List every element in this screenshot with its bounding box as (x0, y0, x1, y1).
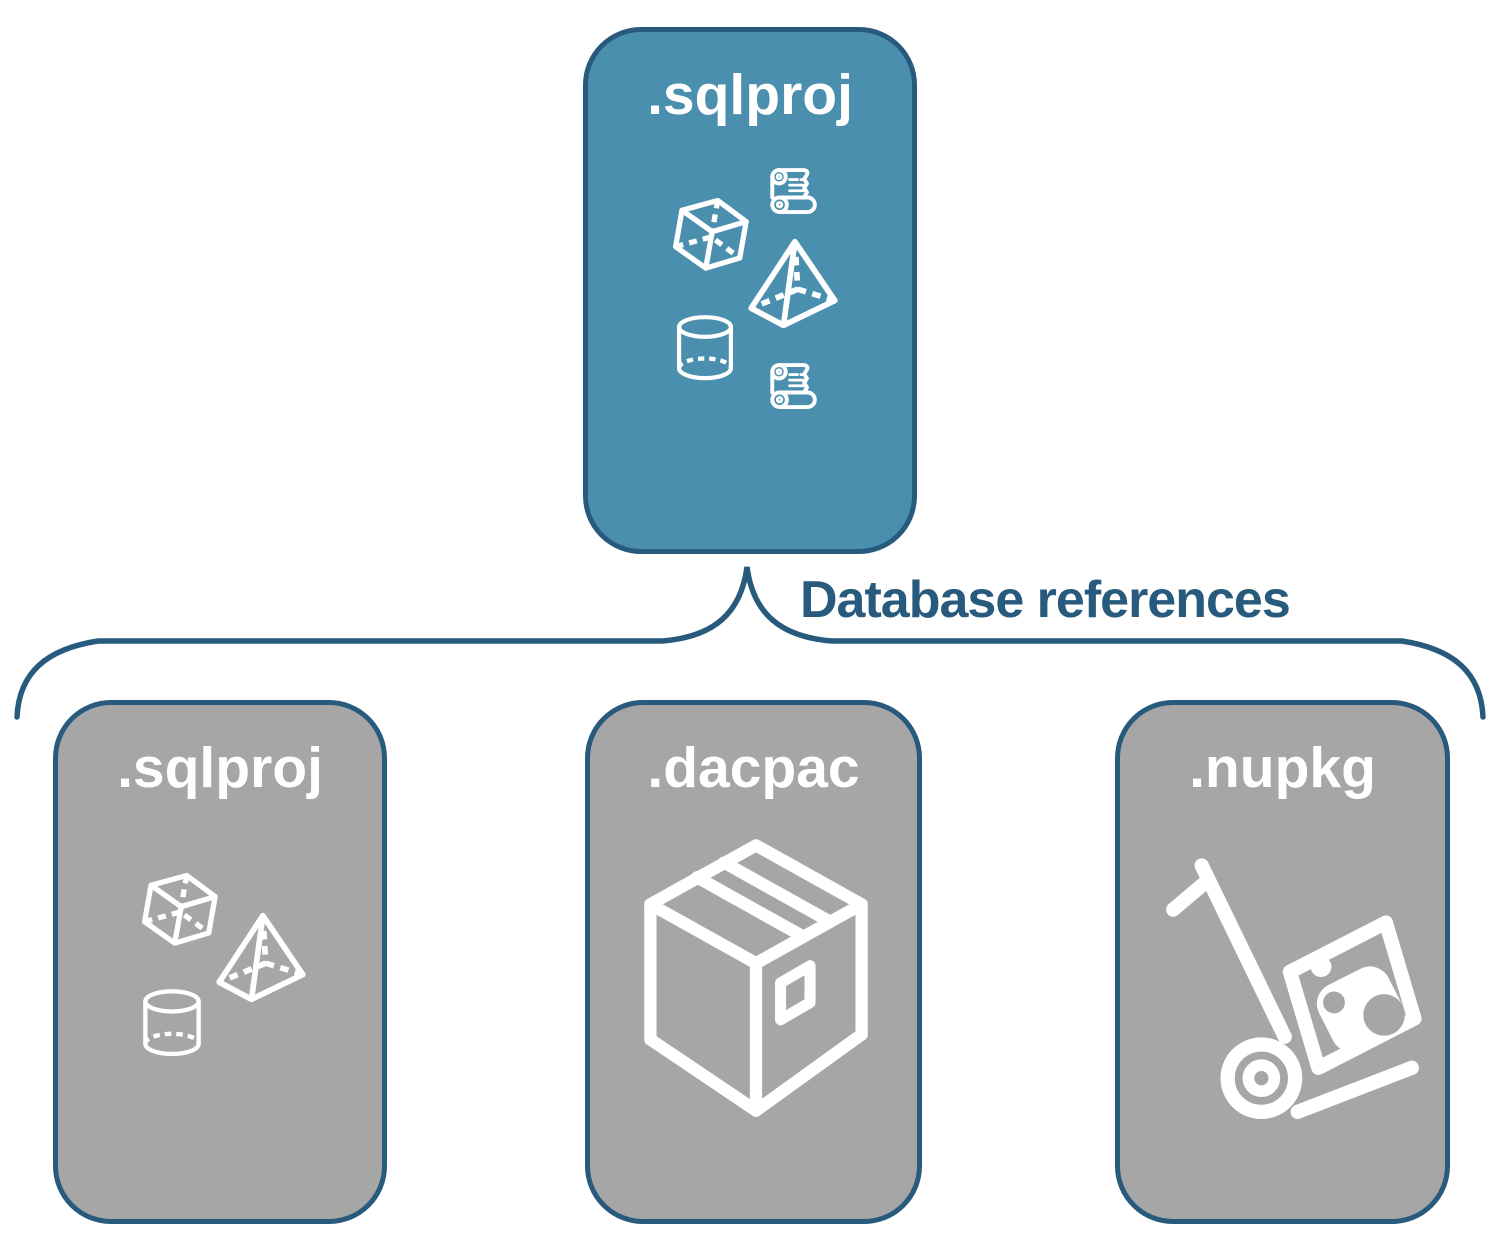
child-node-sqlproj: .sqlproj (53, 700, 387, 1224)
hand-truck-package-icon (1168, 860, 1417, 1120)
child-node-title: .dacpac (647, 736, 860, 800)
child-node-title: .sqlproj (117, 736, 323, 800)
child-node-nupkg: .nupkg (1115, 700, 1450, 1224)
cube-icon (666, 190, 754, 278)
child-node-dacpac: .dacpac (585, 700, 922, 1224)
package-box-icon (633, 838, 879, 1118)
pyramid-icon (211, 910, 311, 1005)
pyramid-icon (743, 236, 843, 331)
cylinder-icon (670, 308, 740, 388)
cube-icon (135, 865, 223, 953)
root-node-title: .sqlproj (647, 63, 853, 127)
root-node-sqlproj: .sqlproj (583, 27, 917, 554)
scroll-icon (770, 363, 817, 410)
scroll-icon (770, 168, 817, 215)
connector-label: Database references (800, 571, 1291, 629)
child-node-title: .nupkg (1189, 736, 1376, 800)
cylinder-icon (136, 983, 208, 1063)
